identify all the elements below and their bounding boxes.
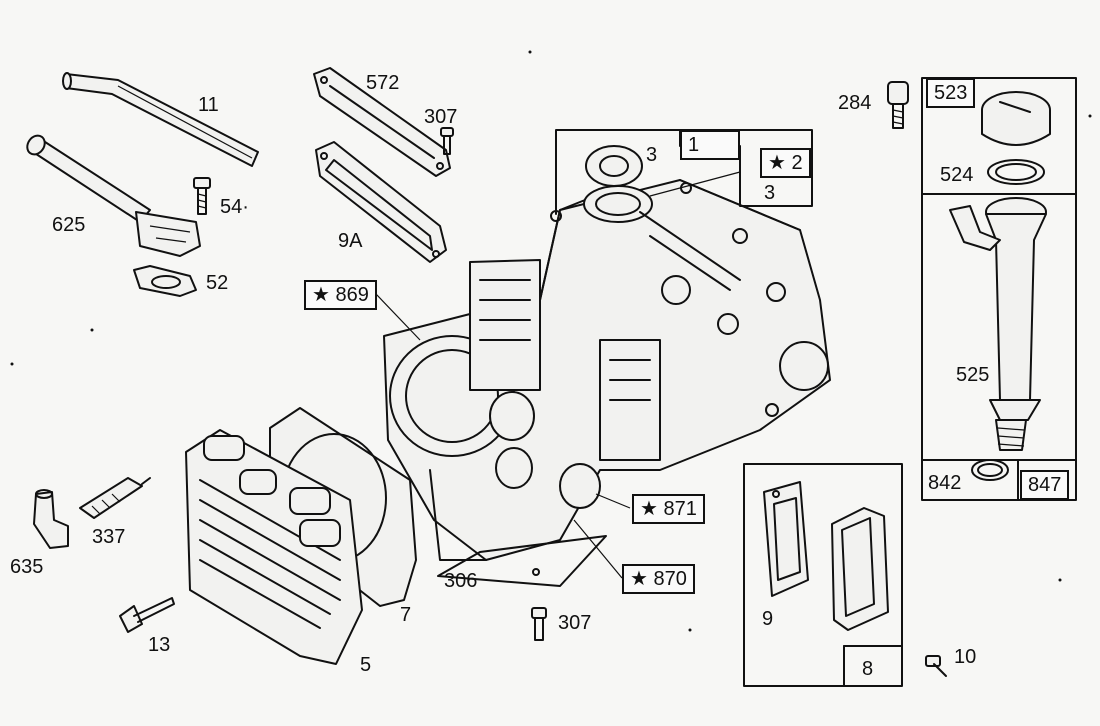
leader-lines — [375, 171, 741, 579]
breather-gasket-9-part — [763, 481, 809, 597]
callout-870: ★ 870 — [622, 564, 695, 594]
callout-54: 54· — [220, 196, 249, 218]
cylinder-head-5-part — [185, 429, 363, 665]
callout-11: 11 — [198, 94, 219, 116]
callout-3b: 3 — [764, 182, 776, 204]
screw-307-bottom-part — [531, 607, 547, 641]
gasket-52-part — [133, 265, 197, 297]
screw-54-part — [193, 177, 211, 215]
oil-fill-kit-box — [921, 77, 1077, 501]
breather-cover-part — [831, 507, 889, 631]
callout-869: ★ 869 — [304, 280, 377, 310]
callout-7: 7 — [400, 604, 412, 626]
oil-seal-part — [585, 145, 643, 187]
callout-525: 525 — [956, 364, 990, 386]
breather-gasket-572-part — [313, 67, 451, 177]
cylinder-block-part — [383, 179, 831, 561]
callout-307-bottom: 307 — [558, 612, 592, 634]
callout-306: 306 — [444, 570, 478, 592]
callout-13: 13 — [148, 634, 171, 656]
callout-625: 625 — [52, 214, 86, 236]
callout-3: 3 — [646, 144, 658, 166]
callout-9a: 9A — [338, 230, 363, 252]
callout-1: 1 — [680, 130, 740, 160]
callout-9: 9 — [762, 608, 774, 630]
scan-speckles — [10, 50, 1092, 632]
breather-gasket-9a-part — [315, 141, 447, 263]
callout-5: 5 — [360, 654, 372, 676]
elbow-fitting-part — [33, 489, 69, 549]
callout-284: 284 — [838, 92, 872, 114]
callout-307-top: 307 — [424, 106, 458, 128]
bolt-13-part — [119, 597, 175, 633]
callout-842: 842 — [928, 472, 962, 494]
dipstick-tube-part — [62, 72, 259, 167]
breather-kit-box — [743, 463, 903, 687]
callout-847: 847 — [1020, 470, 1070, 500]
callout-871: ★ 871 — [632, 494, 705, 524]
callout-2: ★ 2 — [760, 148, 811, 178]
callout-572: 572 — [366, 72, 400, 94]
callout-523: 523 — [926, 78, 976, 108]
callout-10: 10 — [954, 646, 977, 668]
oil-cap-part — [981, 91, 1051, 146]
bolt-284-part — [887, 81, 909, 129]
o-ring-524-part — [987, 159, 1045, 185]
oil-fill-tube-part — [949, 197, 1047, 451]
callout-337: 337 — [92, 526, 126, 548]
spark-plug-part — [79, 477, 151, 519]
callout-524: 524 — [940, 164, 974, 186]
screw-307-top-part — [440, 127, 454, 155]
callout-8: 8 — [862, 658, 874, 680]
screw-10-part — [925, 655, 947, 677]
o-ring-842-part — [971, 459, 1009, 481]
callout-52: 52 — [206, 272, 229, 294]
callout-635: 635 — [10, 556, 44, 578]
air-tube-part — [26, 134, 201, 257]
plate-306-part — [437, 535, 607, 587]
